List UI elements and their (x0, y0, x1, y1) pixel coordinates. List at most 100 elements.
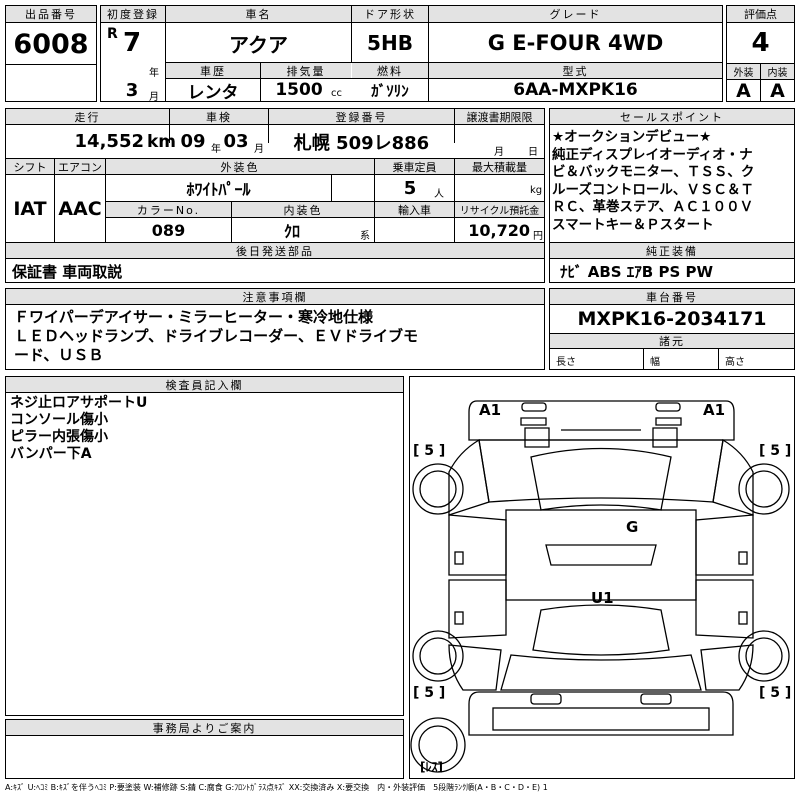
width-label: 幅 (650, 357, 660, 368)
color-number: 089 (151, 220, 186, 240)
inspector-note: バンパー下A (10, 446, 92, 462)
grade: G E-FOUR 4WD (487, 31, 664, 55)
shift-label: シフト (6, 159, 54, 174)
note-line: ＬＥＤヘッドランプ、ドライブレコーダー、ＥＶドライブモ (14, 327, 418, 345)
history-label: 車歴 (166, 63, 260, 78)
office-box: 事務局よりご案内 (5, 719, 404, 779)
sales-points-label: セールスポイント (550, 109, 794, 124)
fuel-label: 燃料 (352, 63, 428, 78)
reiwa-prefix: R (107, 26, 118, 42)
sales-points-box: セールスポイント ★オークションデビュー★ 純正ディスプレイオーディオ・ナ ビ＆… (549, 108, 795, 243)
persons-unit: 人 (434, 189, 444, 200)
first-reg-month: 3 (125, 79, 139, 101)
sales-point-line: ルーズコントロール、ＶＳＣ＆Ｔ (552, 181, 754, 198)
color-no-label: カラーNo. (106, 202, 231, 217)
km-unit: km (147, 132, 177, 152)
interior-grade: A (770, 79, 785, 102)
chassis-box: 車台番号 MXPK16-2034171 諸元 長さ 幅 高さ (549, 288, 795, 370)
score-value: 4 (751, 28, 770, 58)
year-unit: 年 (149, 68, 159, 79)
inspector-note: ネジ止ロアサポートU (10, 395, 148, 411)
notes-box: 注意事項欄 Ｆワイパーデアイサー・ミラーヒーター・寒冷地仕様 ＬＥＤヘッドランプ… (5, 288, 545, 370)
wheel-fl (412, 463, 464, 515)
interior-label: 内装 (761, 64, 794, 79)
tire-rl-depth: [ 5 ] (413, 685, 445, 701)
length-label: 長さ (556, 357, 576, 368)
cc-unit: cc (331, 88, 342, 99)
door-type: 5HB (367, 31, 413, 55)
model-code: 6AA-MXPK16 (513, 80, 638, 100)
sales-point-line: ＲＣ、革巻ステア、ＡＣ１００Ｖ (552, 199, 754, 215)
kg-unit: kg (530, 185, 543, 196)
model-label: 型式 (429, 63, 722, 78)
door-label: ドア形状 (352, 6, 428, 22)
chassis-number: MXPK16-2034171 (577, 308, 767, 330)
mileage-label: 走行 (6, 109, 169, 124)
recycle-deposit: 10,720 (468, 220, 530, 240)
tire-fl-depth: [ 5 ] (413, 443, 445, 459)
car-name-label: 車名 (166, 6, 351, 22)
capacity: 5 (403, 177, 417, 199)
genuine-equip-label: 純正装備 (550, 243, 794, 258)
damage-a1-right: A1 (703, 401, 725, 419)
car-diagram: A1 A1 G U1 [ 5 ] [ 5 ] [ 5 ] [ 5 ] [ﾚｽ] (410, 400, 791, 774)
later-parts: 保証書 車両取説 (12, 263, 123, 281)
rear-bumper-outline (468, 691, 734, 736)
exterior-color: ﾎﾜｲﾄﾊﾟｰﾙ (186, 180, 251, 199)
sales-point-line: 純正ディスプレイオーディオ・ナ (552, 146, 753, 163)
rear-window-outline (532, 604, 670, 656)
inspection-year-unit: 年 (211, 144, 221, 155)
ext-color-label: 外装色 (106, 159, 374, 174)
height-label: 高さ (725, 357, 745, 368)
shift-type: IAT (13, 197, 47, 220)
fuel-type: ｶﾞｿﾘﾝ (371, 81, 409, 100)
first-registration-box: 初度登録 車名 ドア形状 グレード R 7 年 アクア 5HB G E-FOUR… (100, 5, 723, 103)
sales-point-line: ★オークションデビュー★ (552, 129, 712, 145)
lot-number-box: 出品番号 6008 (5, 5, 97, 102)
sales-point-line: スマートキー＆Ｐスタート (552, 216, 714, 233)
sales-points-list: ★オークションデビュー★ 純正ディスプレイオーディオ・ナ ビ＆バックモニター、Ｔ… (552, 129, 754, 234)
registration-number: 札幌 509レ886 (293, 132, 430, 154)
wheel-rr (738, 630, 790, 682)
displacement: 1500 (275, 80, 323, 100)
inspector-note: コンソール傷小 (10, 412, 108, 428)
tire-rr-depth: [ 5 ] (759, 685, 791, 701)
genuine-equipment: ﾅﾋﾞ ABS ｴｱB PS PW (560, 263, 714, 281)
genuine-equipment-box: 純正装備 ﾅﾋﾞ ABS ｴｱB PS PW (549, 242, 795, 283)
vehicle-info-box: 走行 車検 登録番号 譲渡書期限限 14,552 km 09 年 03 月 札幌… (5, 108, 545, 243)
legend: A:ｷｽﾞ U:ﾍｺﾐ B:ｷｽﾞを伴うﾍｺﾐ P:要塗装 W:補修跡 S:錆 … (5, 783, 548, 792)
exterior-grade: A (736, 79, 751, 102)
max-load-label: 最大積載量 (455, 159, 544, 174)
deadline-day-unit: 日 (528, 147, 538, 158)
car-history: レンタ (187, 82, 239, 103)
month-unit: 月 (149, 92, 159, 103)
notes-label: 注意事項欄 (6, 289, 544, 304)
wheel-fr (738, 463, 790, 515)
car-diagram-box: A1 A1 G U1 [ 5 ] [ 5 ] [ 5 ] [ 5 ] [ﾚｽ] (409, 376, 795, 779)
deadline-month-unit: 月 (494, 147, 504, 158)
damage-u1: U1 (591, 589, 614, 607)
later-parts-label: 後日発送部品 (6, 243, 544, 258)
import-label: 輸入車 (375, 202, 454, 217)
note-line: ード、ＵＳＢ (14, 346, 104, 364)
score-box: 評価点 4 外装 内装 A A (726, 5, 795, 102)
inspection-label: 車検 (170, 109, 268, 124)
inspector-note: ピラー内張傷小 (10, 429, 108, 445)
later-parts-box: 後日発送部品 保証書 車両取説 (5, 242, 545, 283)
inspection-month-unit: 月 (254, 144, 264, 155)
notes-list: Ｆワイパーデアイサー・ミラーヒーター・寒冷地仕様 ＬＥＤヘッドランプ、ドライブレ… (14, 308, 418, 365)
inspection-year: 09 (180, 131, 206, 152)
damage-g: G (626, 518, 638, 536)
spare-tire-label: [ﾚｽ] (420, 760, 443, 774)
capacity-label: 乗車定員 (375, 159, 454, 174)
front-bumper-outline (468, 400, 735, 441)
car-name: アクア (229, 32, 288, 57)
inspector-notes: ネジ止ロアサポートU コンソール傷小 ピラー内張傷小 バンパー下A (10, 395, 147, 463)
damage-a1-left: A1 (479, 401, 501, 419)
first-reg-label: 初度登録 (101, 6, 165, 22)
inspector-box: 検査員記入欄 ネジ止ロアサポートU コンソール傷小 ピラー内張傷小 バンパー下A (5, 376, 404, 716)
roof-outline (505, 509, 697, 601)
specs-label: 諸元 (550, 334, 794, 348)
hood-outline (478, 439, 724, 503)
tire-fr-depth: [ 5 ] (759, 443, 791, 459)
